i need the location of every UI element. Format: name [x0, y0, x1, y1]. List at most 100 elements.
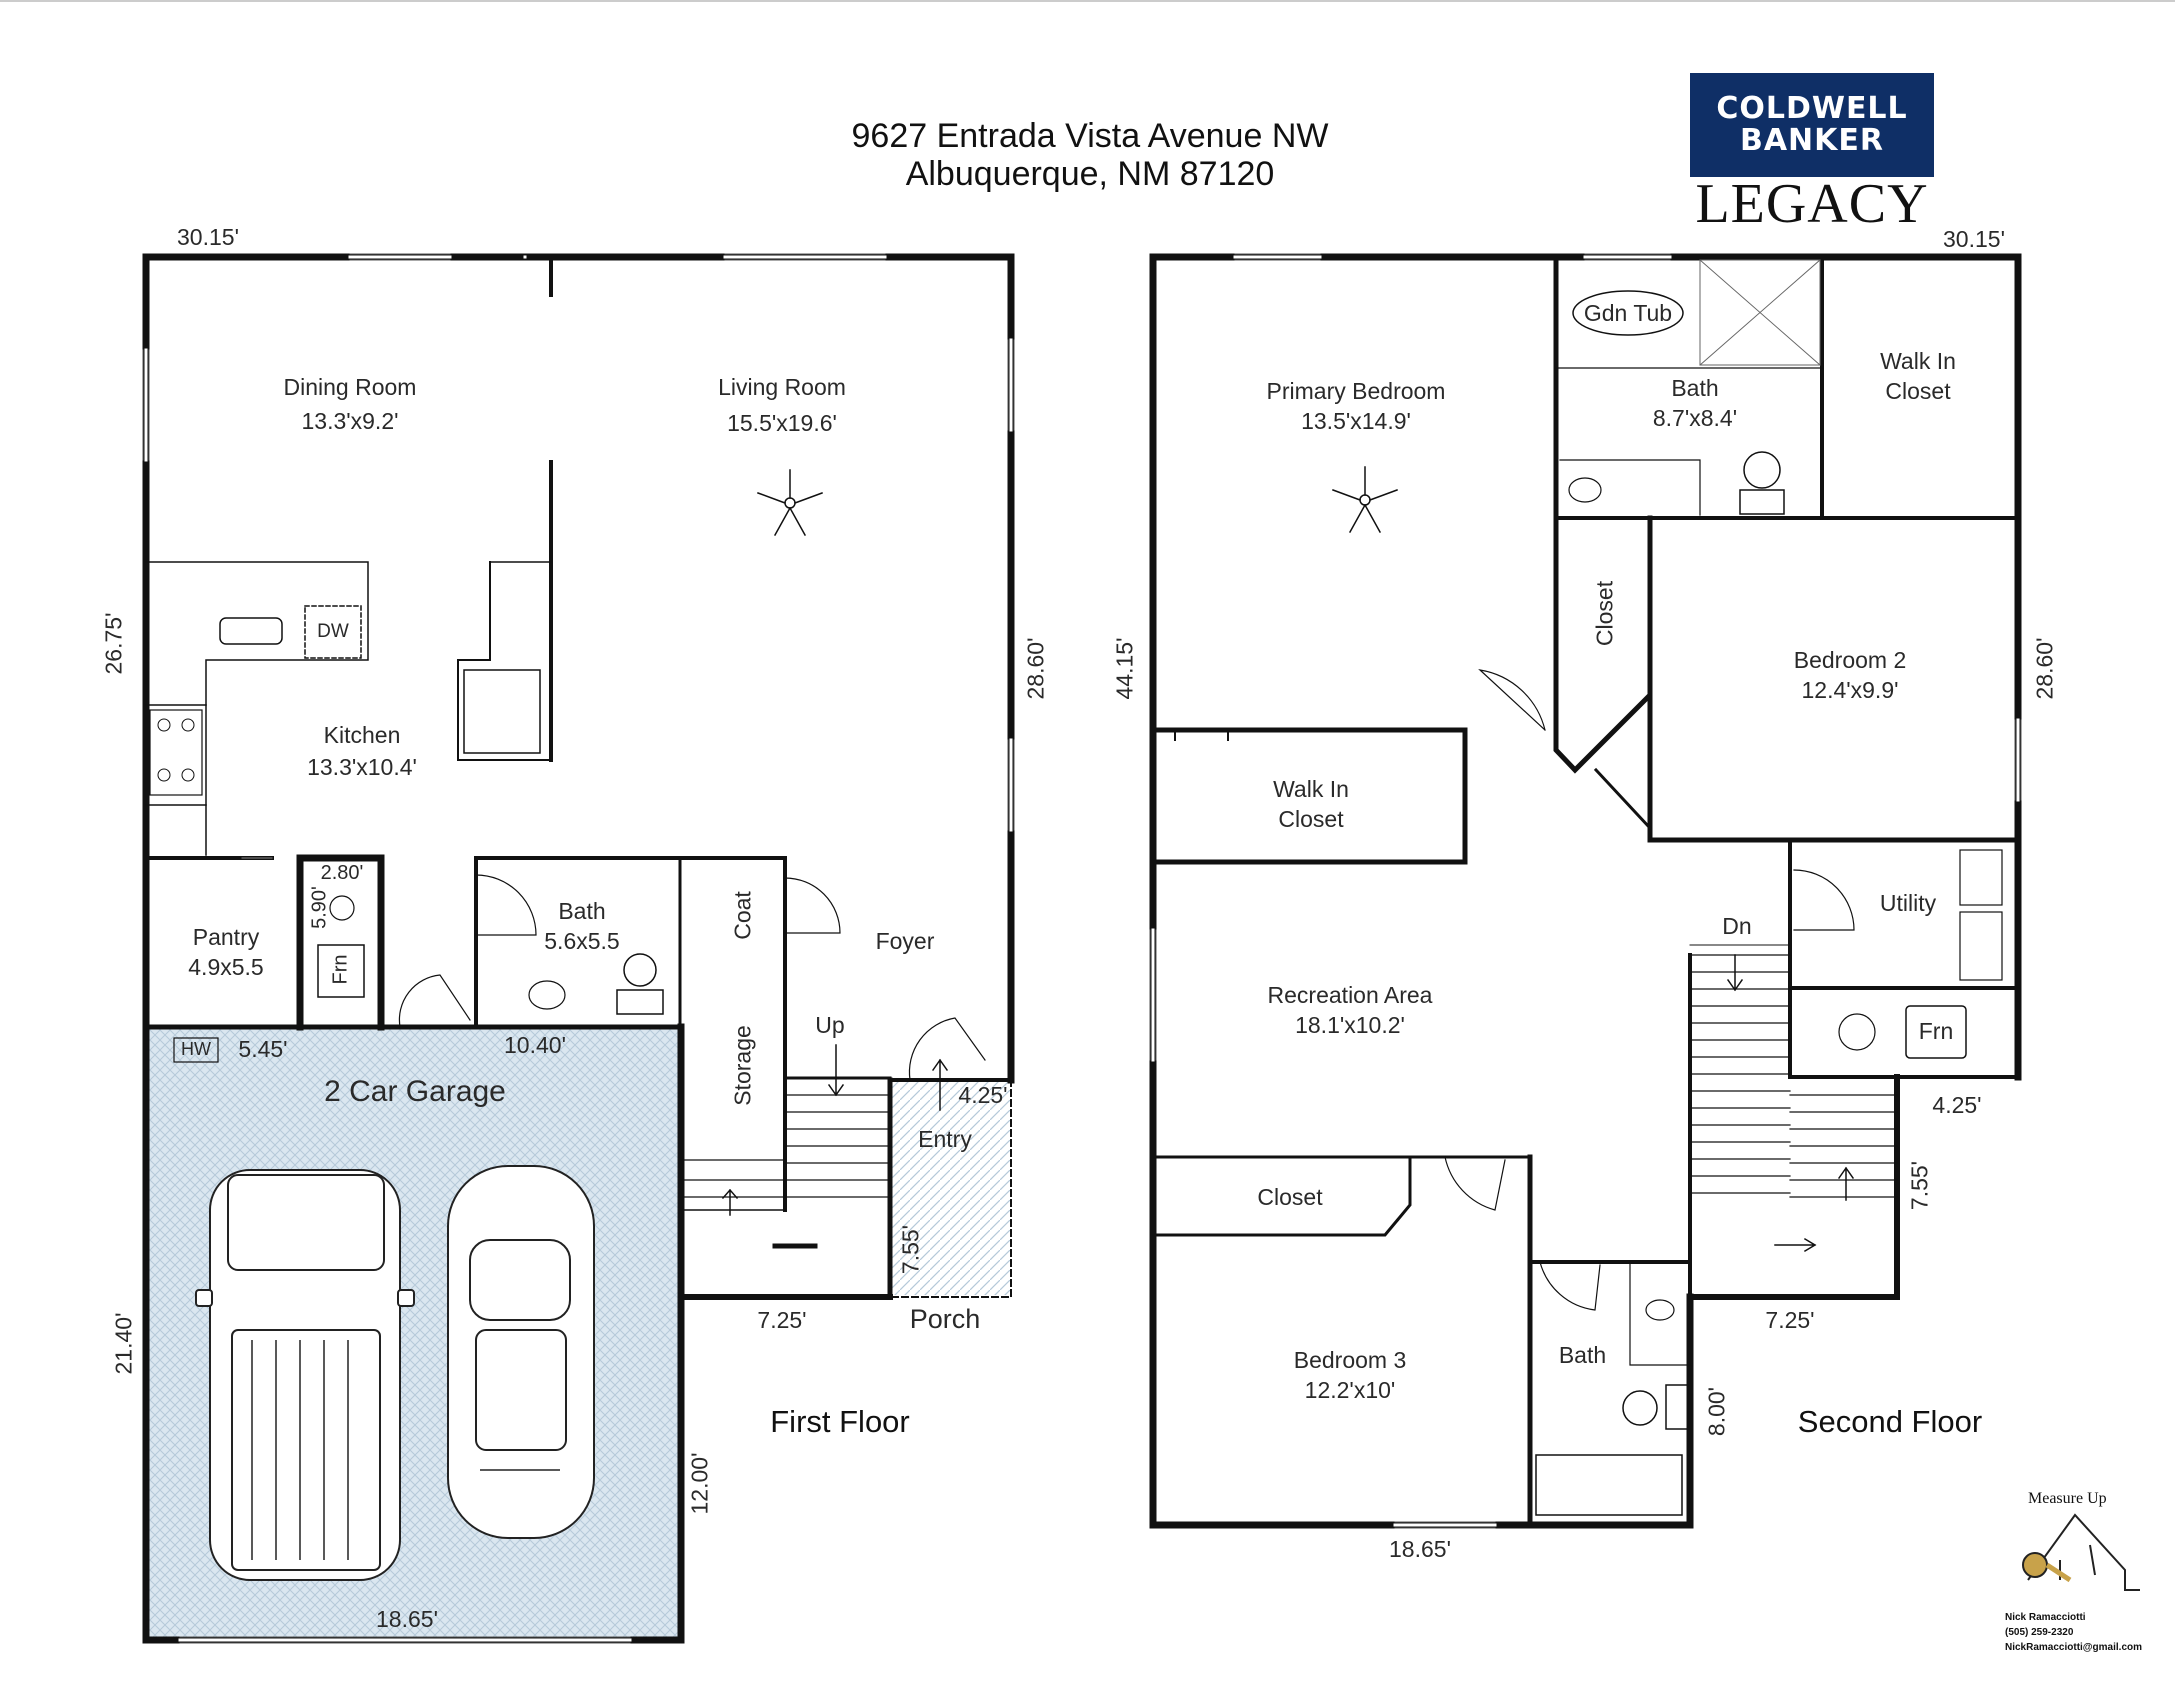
dim-bath-h: 8.00' — [1703, 1386, 1730, 1437]
logo-legacy: LEGACY — [1695, 173, 1929, 235]
dim-garage-left: 21.40' — [110, 1312, 137, 1375]
dim-first-left: 26.75' — [100, 612, 127, 675]
room-living-name: Living Room — [718, 374, 846, 400]
label-closet-vertical: Closet — [1591, 580, 1618, 647]
entry-area — [890, 1080, 1010, 1295]
label-up: Up — [815, 1012, 845, 1038]
room-recreation: Recreation Area 18.1'x10.2' — [1250, 980, 1450, 1040]
furnace-second — [1905, 1005, 1967, 1059]
room-living: Living Room 15.5'x19.6' — [682, 372, 882, 438]
dishwasher — [304, 605, 362, 659]
dim-frn-h: 5.90' — [308, 886, 331, 929]
dim-frn-w: 2.80' — [320, 862, 364, 884]
first-floor-title: First Floor — [770, 1404, 910, 1439]
dim-bath-w: 10.40' — [504, 1032, 566, 1058]
contact-phone: (505) 259-2320 — [2005, 1627, 2074, 1638]
dim-second-right: 28.60' — [2031, 637, 2058, 700]
dim-second-left: 44.15' — [1111, 637, 1138, 700]
label-entry: Entry — [918, 1126, 972, 1152]
room-living-size: 15.5'x19.6' — [727, 410, 837, 436]
ceiling-fan-living — [757, 469, 823, 537]
address-line-2: Albuquerque, NM 87120 — [905, 155, 1275, 193]
water-heater — [173, 1037, 219, 1063]
coldwell-banker-logo: COLDWELL BANKER — [1690, 73, 1934, 177]
logo-text-1: COLDWELL — [1716, 91, 1908, 126]
room-walkin-right: Walk In Closet — [1880, 348, 1956, 404]
dim-entry-h: 7.55' — [897, 1224, 924, 1275]
dim-first-top: 30.15' — [177, 224, 239, 250]
label-dn: Dn — [1722, 913, 1752, 939]
room-bath-main-size: 8.7'x8.4' — [1652, 405, 1738, 431]
dim-stair-w-second: 7.25' — [1765, 1307, 1815, 1333]
second-floor-plan — [1149, 253, 2022, 1529]
second-floor-title: Second Floor — [1797, 1404, 1983, 1439]
room-bath-main-name: Bath — [1671, 375, 1719, 401]
label-closet-horizontal: Closet — [1257, 1184, 1323, 1210]
top-border — [0, 0, 2175, 2]
room-primary-size: 13.5'x14.9' — [1301, 408, 1411, 434]
room-dining-size: 13.3'x9.2' — [301, 408, 399, 434]
room-kitchen-size: 13.3'x10.4' — [307, 754, 417, 780]
measure-up-logo — [2022, 1513, 2140, 1591]
room-bath-small: Bath — [1558, 1342, 1607, 1368]
room-bedroom-3: Bedroom 3 12.2'x10' — [1270, 1345, 1430, 1405]
dim-stair-w-first: 7.25' — [757, 1307, 807, 1333]
label-storage: Storage — [729, 1025, 756, 1106]
car-sedan — [447, 1165, 595, 1539]
label-foyer: Foyer — [875, 928, 935, 954]
room-pantry: Pantry 4.9x5.5 — [166, 922, 286, 982]
label-porch: Porch — [909, 1304, 981, 1334]
room-primary: Primary Bedroom 13.5'x14.9' — [1256, 376, 1456, 436]
room-pantry-name: Pantry — [192, 924, 260, 950]
dim-garage-bottom: 18.65' — [376, 1606, 438, 1632]
dim-garage-right: 12.00' — [686, 1452, 713, 1515]
room-kitchen-name: Kitchen — [323, 722, 401, 748]
fridge — [463, 669, 541, 754]
room-kitchen: Kitchen 13.3'x10.4' — [262, 720, 462, 782]
stove — [149, 709, 203, 796]
room-recreation-size: 18.1'x10.2' — [1295, 1012, 1405, 1038]
measure-up-brand: Measure Up — [2028, 1490, 2107, 1507]
room-bath-first-name: Bath — [558, 898, 606, 924]
address-line-1: 9627 Entrada Vista Avenue NW — [851, 117, 1329, 155]
room-walkin-left: Walk In Closet — [1273, 776, 1349, 832]
room-bedroom-2-name: Bedroom 2 — [1793, 647, 1907, 673]
label-hw: HW — [181, 1039, 211, 1059]
ceiling-fan-primary — [1332, 466, 1398, 534]
room-garage-name: 2 Car Garage — [324, 1075, 506, 1108]
room-primary-name: Primary Bedroom — [1266, 378, 1446, 404]
kitchen-sink — [219, 617, 283, 645]
car-truck — [195, 1169, 415, 1581]
room-bath-main: Bath 8.7'x8.4' — [1640, 373, 1750, 433]
room-bedroom-3-name: Bedroom 3 — [1293, 1347, 1407, 1373]
dim-second-top: 30.15' — [1943, 226, 2005, 252]
label-dw: DW — [317, 621, 349, 642]
logo-text-2: BANKER — [1739, 123, 1885, 158]
garden-tub — [1572, 290, 1684, 336]
label-gdn-tub: Gdn Tub — [1583, 300, 1673, 326]
dim-first-right: 28.60' — [1022, 637, 1049, 700]
dim-garage-w: 5.45' — [238, 1036, 288, 1062]
dim-entry-w: 4.25' — [958, 1082, 1008, 1108]
room-dining-name: Dining Room — [283, 374, 417, 400]
contact-email: NickRamacciotti@gmail.com — [2005, 1642, 2143, 1653]
room-dining: Dining Room 13.3'x9.2' — [250, 372, 450, 436]
contact-name: Nick Ramacciotti — [2005, 1612, 2086, 1623]
label-coat: Coat — [729, 891, 756, 940]
room-bedroom-3-size: 12.2'x10' — [1304, 1377, 1396, 1403]
room-bedroom-2-size: 12.4'x9.9' — [1801, 677, 1899, 703]
dim-second-step-w: 4.25' — [1932, 1092, 1982, 1118]
label-frn-second: Frn — [1918, 1018, 1954, 1044]
room-bath-first-size: 5.6x5.5 — [544, 928, 620, 954]
dim-second-step-h: 7.55' — [1906, 1160, 1933, 1211]
room-bedroom-2: Bedroom 2 12.4'x9.9' — [1770, 645, 1930, 705]
room-pantry-size: 4.9x5.5 — [188, 954, 264, 980]
label-frn-first: Frn — [329, 954, 352, 985]
room-utility: Utility — [1879, 890, 1937, 916]
furnace-first — [317, 944, 365, 998]
room-recreation-name: Recreation Area — [1267, 982, 1433, 1008]
room-bath-first: Bath 5.6x5.5 — [525, 896, 639, 956]
dim-second-bottom: 18.65' — [1389, 1536, 1451, 1562]
